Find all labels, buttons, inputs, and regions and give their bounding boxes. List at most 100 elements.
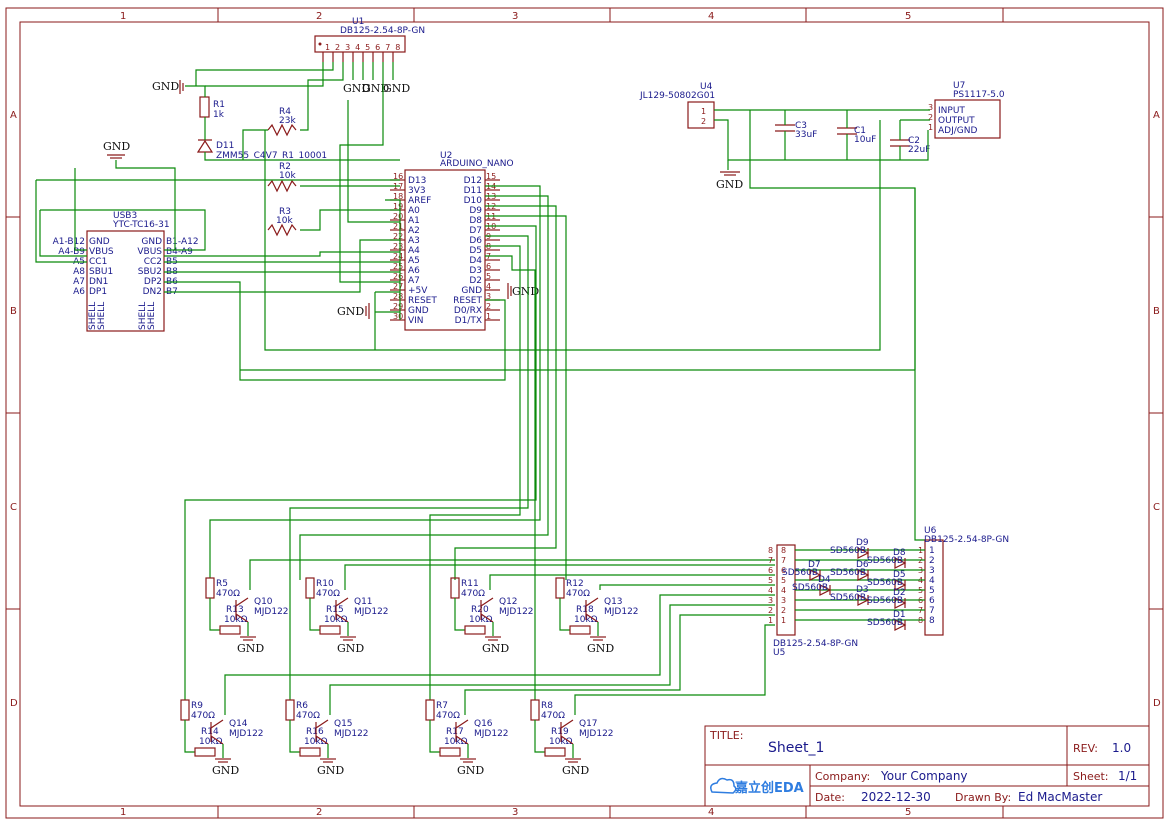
usb-shell-label: SHELL — [147, 302, 157, 330]
title-block: TITLE: Sheet_1 REV: 1.0 Company: Your Co… — [704, 725, 1150, 807]
tb-title-value: Sheet_1 — [768, 740, 824, 756]
base-resistor — [425, 699, 435, 721]
nano-pin-name: D11 — [464, 186, 482, 196]
nano-pin-name: A3 — [408, 236, 420, 246]
nano-pin-number: 29 — [393, 302, 403, 311]
base-resistor-ref: R12 — [566, 579, 584, 589]
npn-transistor-icon — [335, 597, 349, 623]
u6-value: DB125-2.54-8P-GN — [924, 535, 1009, 545]
pulldown-resistor-ref: R15 — [326, 605, 344, 615]
nano-pin-name: D12 — [464, 176, 482, 186]
u1-gnd-label-1: GND — [343, 82, 370, 95]
frame-col-label-top: 3 — [512, 11, 518, 22]
usb-pin-name: DN1 — [89, 277, 108, 287]
nano-pin-number: 2 — [486, 302, 491, 311]
gnd-label: GND — [587, 642, 614, 655]
nano-pin-number: 22 — [393, 232, 403, 241]
u7-ref: U7 — [953, 81, 965, 91]
base-resistor-ref: R9 — [191, 701, 203, 711]
nano-pin-number: 16 — [393, 172, 403, 181]
diode-value: SD560B — [830, 593, 866, 603]
transistor-value: MJD122 — [604, 607, 639, 617]
nano-pin-number: 18 — [393, 192, 403, 201]
diode-icon — [819, 584, 832, 596]
usb-pin-number: A6 — [73, 287, 85, 297]
base-resistor — [285, 699, 295, 721]
diode-icon — [857, 569, 870, 581]
r4-resistor — [267, 123, 297, 137]
nano-pin-name: D8 — [469, 216, 482, 226]
r4-value: 23k — [279, 116, 296, 126]
r1-ref: R1 — [213, 100, 225, 110]
base-resistor-value: 470Ω — [296, 711, 320, 721]
tb-rev-key: REV: — [1073, 742, 1098, 755]
u6-ref: U6 — [924, 526, 937, 536]
nano-pin-number: 25 — [393, 262, 403, 271]
frame-col-label-bottom: 4 — [708, 807, 714, 818]
npn-transistor-icon — [560, 719, 574, 745]
usb3-value: YTC-TC16-31 — [112, 220, 170, 230]
npn-transistor-icon — [585, 597, 599, 623]
nano-pin-name: VIN — [408, 316, 424, 326]
diode-icon — [857, 547, 870, 559]
nano-pin-number: 23 — [393, 242, 403, 251]
diode-value: SD560B — [830, 546, 866, 556]
nano-pin-name: RESET — [408, 296, 437, 306]
base-resistor-ref: R5 — [216, 579, 228, 589]
u7-value: PS1117-5.0 — [953, 90, 1005, 100]
tb-date-value: 2022-12-30 — [861, 790, 931, 804]
transistor-value: MJD122 — [474, 729, 509, 739]
base-resistor-ref: R10 — [316, 579, 334, 589]
transistor-value: MJD122 — [229, 729, 264, 739]
transistor-ref: Q11 — [354, 597, 373, 607]
u2-value: ARDUINO_NANO — [440, 159, 514, 169]
frame-col-label-bottom: 2 — [316, 807, 322, 818]
nano-pin-name: D1/TX — [455, 316, 482, 326]
nano-pin-name: D2 — [469, 276, 482, 286]
r3-ref: R3 — [279, 207, 291, 217]
gnd-label: GND — [337, 642, 364, 655]
nano-pin-name: AREF — [408, 196, 431, 206]
c2-value: 22uF — [908, 145, 930, 155]
r2-resistor — [267, 179, 297, 193]
frame-row-label-left: A — [10, 110, 17, 121]
nano-pin-name: GND — [408, 306, 429, 316]
nano-pin-name: A7 — [408, 276, 420, 286]
diode-value: SD560B — [867, 556, 903, 566]
nano-pin-name: D7 — [469, 226, 482, 236]
usb-pin-name: GND — [141, 237, 162, 247]
usb-pin-name: VBUS — [137, 247, 162, 257]
diode-icon — [894, 579, 907, 591]
tb-drawn-value: Ed MacMaster — [1018, 790, 1102, 804]
base-resistor-value: 470Ω — [191, 711, 215, 721]
u5-pin-number: 8 — [768, 546, 773, 555]
r4-ref: R4 — [279, 107, 291, 117]
frame-col-label-top: 5 — [905, 11, 911, 22]
base-resistor-value: 470Ω — [316, 589, 340, 599]
c1-capacitor: C1 10uF — [837, 126, 876, 145]
usb-pin-name: VBUS — [89, 247, 114, 257]
usb-pin-name: CC2 — [144, 257, 162, 267]
nano-pin-name: +5V — [408, 286, 428, 296]
u1-ref: U1 — [352, 17, 364, 27]
nano-pin-name: D4 — [469, 256, 482, 266]
pulldown-resistor-ref: R16 — [306, 727, 324, 737]
frame-col-label-bottom: 1 — [120, 807, 126, 818]
usb-pin-number: B1-A12 — [166, 237, 199, 247]
usb-pin-number: A7 — [73, 277, 85, 287]
r1-resistor — [199, 96, 210, 118]
svg-text:2: 2 — [701, 117, 706, 126]
base-resistor-ref: R8 — [541, 701, 553, 711]
u6-pin-number: 2 — [929, 556, 935, 566]
nano-pin-number: 21 — [393, 222, 403, 231]
